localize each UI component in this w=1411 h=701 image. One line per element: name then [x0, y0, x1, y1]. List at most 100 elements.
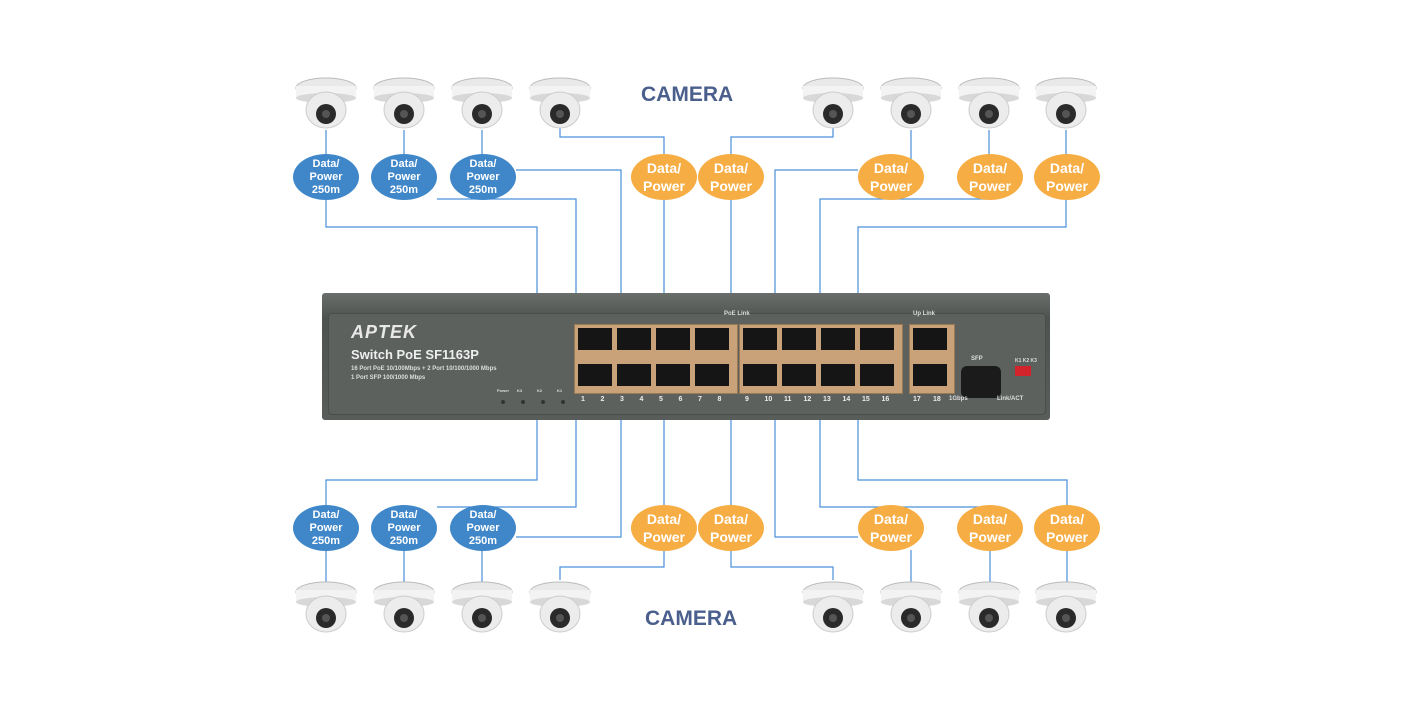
- rj45-port[interactable]: [821, 328, 855, 350]
- badge-text: Power: [968, 178, 1011, 194]
- rj45-port[interactable]: [695, 328, 729, 350]
- port-number: 7: [698, 396, 702, 403]
- wire: [774, 169, 858, 293]
- port-number: 10: [764, 396, 773, 403]
- led-label: K2: [537, 388, 543, 393]
- gbps-label: 1Gbps: [949, 396, 968, 402]
- badge-text: 250m: [311, 183, 341, 196]
- led-label: K3: [517, 388, 523, 393]
- badge-text: Data/: [312, 157, 340, 170]
- badge-text: Power: [309, 170, 343, 183]
- rj45-port[interactable]: [617, 364, 651, 386]
- camera-icon: [372, 72, 436, 132]
- port-number: 2: [600, 396, 605, 403]
- rj45-port[interactable]: [743, 364, 777, 386]
- switch-front-panel: APTEK Switch PoE SF1163P 16 Port PoE 10/…: [328, 311, 1046, 415]
- camera-icon: [879, 576, 943, 636]
- badge-text: Power: [869, 178, 912, 194]
- camera-icon: [294, 576, 358, 636]
- camera-icon: [450, 72, 514, 132]
- camera-icon: [801, 72, 865, 132]
- rj45-port[interactable]: [860, 328, 894, 350]
- sfp-port[interactable]: [961, 366, 1001, 398]
- led-label: K1: [557, 388, 563, 393]
- rj45-port[interactable]: [782, 328, 816, 350]
- wire: [774, 420, 858, 538]
- camera-label-bottom: CAMERA: [645, 607, 738, 630]
- rj45-port[interactable]: [617, 328, 651, 350]
- badge-text: 250m: [468, 534, 498, 547]
- rj45-port[interactable]: [913, 328, 947, 350]
- wire: [819, 420, 991, 585]
- rj45-port[interactable]: [743, 328, 777, 350]
- data-power-badge: Data/Power: [858, 505, 924, 551]
- wire: [819, 130, 990, 293]
- sfp-label: SFP: [971, 356, 983, 362]
- badge-text: Power: [709, 178, 752, 194]
- camera-icon: [1034, 576, 1098, 636]
- badge-text: Data/: [646, 160, 682, 176]
- badge-text: Data/: [390, 508, 418, 521]
- rj45-port[interactable]: [578, 364, 612, 386]
- dip-labels: K1 K2 K3: [1015, 358, 1037, 364]
- wire: [516, 169, 622, 293]
- brand-logo: APTEK: [351, 322, 418, 342]
- port-number: 16: [881, 396, 890, 403]
- camera-icon: [294, 72, 358, 132]
- port-number: 11: [784, 396, 792, 403]
- wire: [437, 198, 577, 293]
- camera-icon: [528, 576, 592, 636]
- wire: [325, 130, 538, 293]
- badge-text: 250m: [389, 183, 419, 196]
- dip-switch[interactable]: [1015, 366, 1031, 376]
- badge-text: Data/: [646, 511, 682, 527]
- port-number: 5: [659, 396, 663, 403]
- badge-text: Data/: [713, 511, 749, 527]
- port-number: 3: [620, 396, 624, 403]
- badge-text: Data/: [972, 160, 1008, 176]
- data-power-badge: Data/Power: [698, 505, 764, 551]
- wire: [516, 420, 622, 538]
- badge-text: Power: [968, 529, 1011, 545]
- badge-text: Data/: [972, 511, 1008, 527]
- rj45-port[interactable]: [656, 364, 690, 386]
- port-number: 12: [803, 396, 812, 403]
- badge-text: Data/: [1049, 511, 1085, 527]
- camera-icon: [1034, 72, 1098, 132]
- port-number: 9: [745, 396, 749, 403]
- data-power-badge: Data/Power: [698, 154, 764, 200]
- rj45-port[interactable]: [782, 364, 816, 386]
- spec-line-2: 1 Port SFP 100/1000 Mbps: [351, 375, 426, 381]
- camera-icon: [957, 576, 1021, 636]
- rj45-port[interactable]: [695, 364, 729, 386]
- badge-text: Data/: [469, 157, 497, 170]
- poe-switch: APTEK Switch PoE SF1163P 16 Port PoE 10/…: [322, 293, 1050, 420]
- rj45-port[interactable]: [821, 364, 855, 386]
- rj45-port[interactable]: [913, 364, 947, 386]
- data-power-badge: Data/Power: [957, 505, 1023, 551]
- camera-label-top: CAMERA: [641, 83, 734, 106]
- port-number: 4: [639, 396, 644, 403]
- wire: [437, 420, 577, 508]
- badge-text: Data/: [312, 508, 340, 521]
- wire: [325, 420, 538, 585]
- data-power-badge: Data/Power: [957, 154, 1023, 200]
- badge-text: Data/: [873, 160, 909, 176]
- camera-icon: [450, 576, 514, 636]
- camera-icon: [528, 72, 592, 132]
- port-number: 14: [842, 396, 851, 403]
- rj45-port[interactable]: [860, 364, 894, 386]
- wire: [559, 420, 665, 580]
- badge-text: Power: [309, 521, 343, 534]
- rj45-port[interactable]: [656, 328, 690, 350]
- rj45-port[interactable]: [578, 328, 612, 350]
- poe-link-label: PoE Link: [724, 311, 750, 317]
- port-number: 18: [933, 396, 941, 403]
- badge-text: Data/: [469, 508, 497, 521]
- switch-model: Switch PoE SF1163P: [351, 347, 479, 362]
